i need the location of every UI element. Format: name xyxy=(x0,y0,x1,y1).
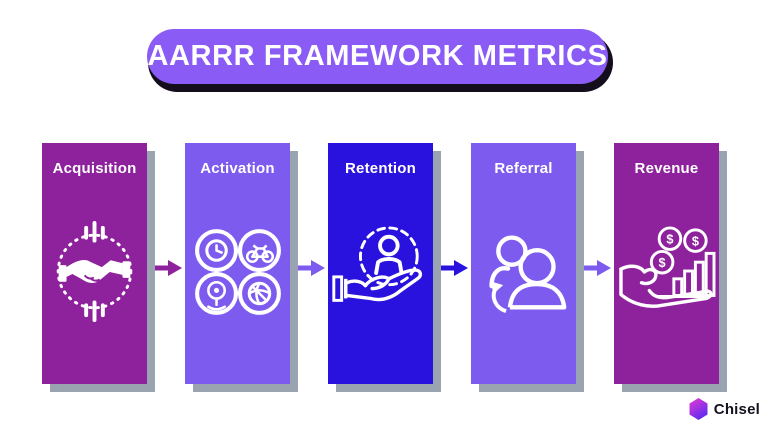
card-revenue: Revenue $ $ $ xyxy=(614,143,719,384)
card-label-activation: Activation xyxy=(200,160,275,177)
activities-icon xyxy=(185,177,290,384)
page-title: AARRR FRAMEWORK METRICS xyxy=(147,40,608,72)
hand-holding-person-icon xyxy=(328,177,433,384)
card-label-referral: Referral xyxy=(494,160,553,177)
brand-name: Chisel xyxy=(713,400,760,418)
arrow-activation-to-retention xyxy=(290,143,328,384)
coin-dollar-symbol: $ xyxy=(658,255,665,270)
card-label-acquisition: Acquisition xyxy=(52,160,137,177)
card-label-revenue: Revenue xyxy=(634,160,699,177)
coin-dollar-symbol: $ xyxy=(691,234,698,249)
arrow-referral-to-revenue xyxy=(576,143,614,384)
arrow-retention-to-referral xyxy=(433,143,471,384)
card-acquisition: Acquisition xyxy=(42,143,147,384)
referral-people-icon xyxy=(471,177,576,384)
metrics-row: Acquisition Activation xyxy=(42,143,719,384)
handshake-icon xyxy=(42,177,147,384)
card-label-retention: Retention xyxy=(345,160,416,177)
card-retention: Retention xyxy=(328,143,433,384)
revenue-hand-chart-icon: $ $ $ xyxy=(614,177,719,384)
chisel-logo-icon xyxy=(689,398,708,420)
coin-dollar-symbol: $ xyxy=(666,232,673,247)
card-activation: Activation xyxy=(185,143,290,384)
arrow-acquisition-to-activation xyxy=(147,143,185,384)
brand-footer: Chisel xyxy=(688,398,760,420)
card-referral: Referral xyxy=(471,143,576,384)
title-banner: AARRR FRAMEWORK METRICS xyxy=(147,29,608,84)
